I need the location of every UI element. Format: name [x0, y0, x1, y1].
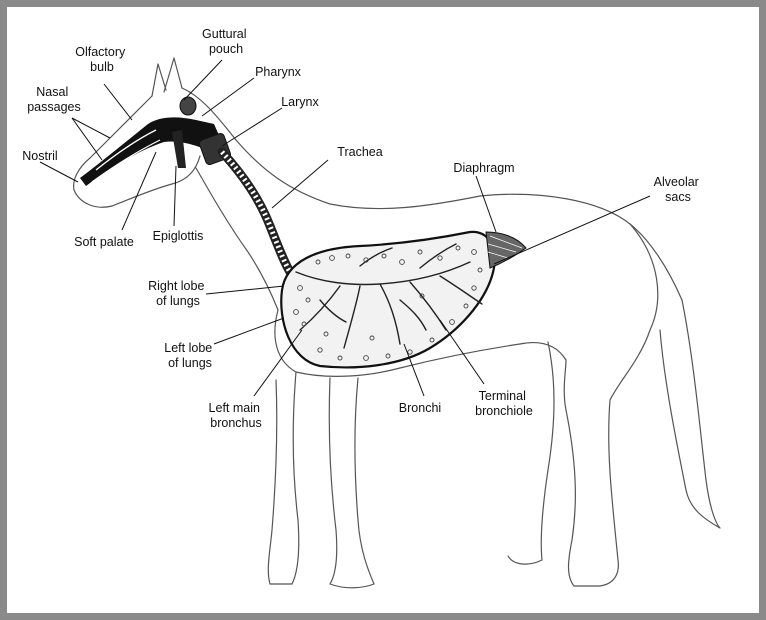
- lungs: [280, 230, 496, 369]
- label-nostril: Nostril: [22, 149, 57, 163]
- label-terminal-bronchiole: Terminal bronchiole: [475, 389, 533, 418]
- labels: Guttural pouch Olfactory bulb Pharynx Na…: [22, 27, 703, 430]
- diaphragm-shape: [485, 231, 527, 269]
- label-pharynx: Pharynx: [255, 65, 302, 79]
- trachea-tube: [217, 147, 295, 277]
- epiglottis-shape: [172, 130, 186, 168]
- label-epiglottis: Epiglottis: [153, 229, 204, 243]
- label-diaphragm: Diaphragm: [453, 161, 514, 175]
- label-left-lobe: Left lobe of lungs: [164, 341, 215, 370]
- label-bronchi: Bronchi: [399, 401, 441, 415]
- nasal-airway: [80, 117, 222, 186]
- label-alveolar-sacs: Alveolar sacs: [654, 175, 703, 204]
- label-soft-palate: Soft palate: [74, 235, 134, 249]
- leader-lines: [39, 59, 651, 397]
- diaphragm-fibres: [487, 235, 523, 259]
- guttural-pouch-shape: [179, 96, 197, 116]
- horse-respiratory-diagram: Guttural pouch Olfactory bulb Pharynx Na…: [22, 27, 721, 589]
- trachea-rings: [220, 150, 293, 274]
- label-olfactory-bulb: Olfactory bulb: [75, 45, 129, 74]
- label-guttural-pouch: Guttural pouch: [202, 27, 250, 56]
- label-left-main-bronchus: Left main bronchus: [209, 401, 264, 430]
- label-nasal-passages: Nasal passages: [27, 85, 81, 114]
- label-larynx: Larynx: [281, 95, 319, 109]
- label-trachea: Trachea: [337, 145, 382, 159]
- horse-outline: [73, 57, 721, 589]
- label-right-lobe: Right lobe of lungs: [148, 279, 208, 308]
